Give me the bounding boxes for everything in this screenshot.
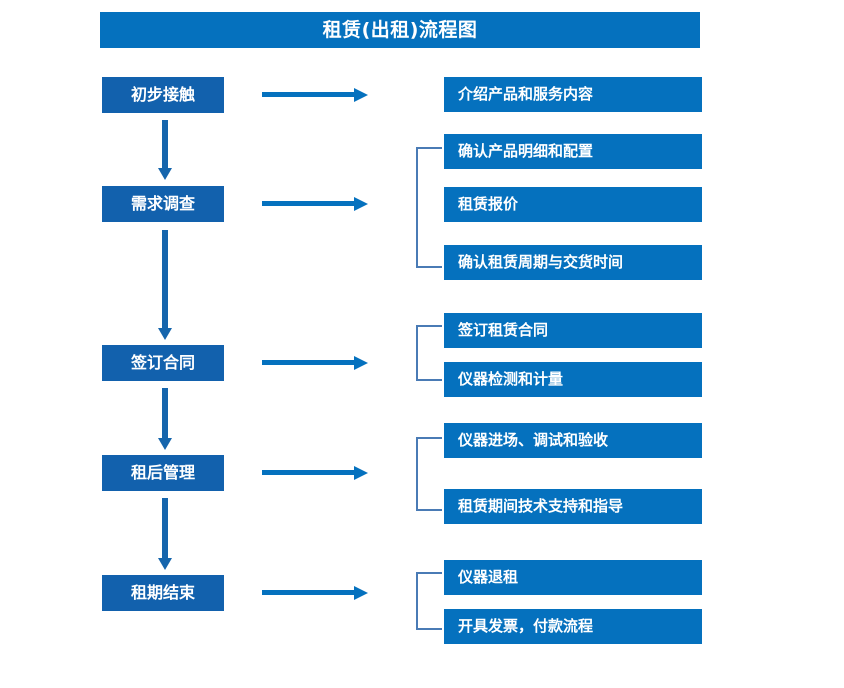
detail-box-6[interactable]: 仪器检测和计量 [444, 362, 702, 397]
vertical-arrow-3-4 [157, 388, 173, 450]
vertical-arrow-1-2 [157, 120, 173, 180]
detail-box-3[interactable]: 租赁报价 [444, 187, 702, 222]
stage-label-5: 租期结束 [130, 583, 195, 602]
detail-box-10[interactable]: 开具发票，付款流程 [444, 609, 702, 644]
horizontal-arrow-head-icon [354, 466, 368, 480]
horizontal-arrow-2 [262, 196, 368, 212]
detail-label-3: 租赁报价 [458, 195, 519, 213]
detail-box-4[interactable]: 确认租赁周期与交货时间 [444, 245, 702, 280]
stage-box-2[interactable]: 需求调查 [102, 186, 224, 222]
detail-label-8: 租赁期间技术支持和指导 [458, 497, 624, 515]
horizontal-arrow-head-icon [354, 586, 368, 600]
horizontal-arrow-4 [262, 465, 368, 481]
group-bracket-4 [416, 437, 442, 511]
horizontal-arrow-head-icon [354, 356, 368, 370]
horizontal-arrow-shaft [262, 92, 356, 97]
horizontal-arrow-shaft [262, 590, 356, 595]
vertical-arrow-head-icon [158, 328, 172, 340]
stage-box-3[interactable]: 签订合同 [102, 345, 224, 381]
stage-label-1: 初步接触 [130, 85, 195, 104]
detail-label-4: 确认租赁周期与交货时间 [458, 253, 624, 271]
vertical-arrow-shaft [162, 120, 168, 168]
detail-box-9[interactable]: 仪器退租 [444, 560, 702, 595]
horizontal-arrow-3 [262, 355, 368, 371]
vertical-arrow-shaft [162, 388, 168, 438]
detail-label-7: 仪器进场、调试和验收 [458, 431, 609, 449]
horizontal-arrow-1 [262, 87, 368, 103]
vertical-arrow-shaft [162, 230, 168, 328]
vertical-arrow-head-icon [158, 438, 172, 450]
detail-label-5: 签订租赁合同 [458, 321, 549, 339]
detail-box-1[interactable]: 介绍产品和服务内容 [444, 77, 702, 112]
stage-label-4: 租后管理 [130, 463, 195, 482]
detail-box-2[interactable]: 确认产品明细和配置 [444, 134, 702, 169]
detail-label-9: 仪器退租 [458, 568, 519, 586]
horizontal-arrow-shaft [262, 360, 356, 365]
detail-label-6: 仪器检测和计量 [458, 370, 564, 388]
stage-box-4[interactable]: 租后管理 [102, 455, 224, 491]
flowchart-title-bar: 租赁(出租)流程图 [100, 12, 700, 48]
vertical-arrow-head-icon [158, 558, 172, 570]
horizontal-arrow-head-icon [354, 197, 368, 211]
group-bracket-2 [416, 147, 442, 268]
stage-label-2: 需求调查 [130, 194, 195, 213]
vertical-arrow-2-3 [157, 230, 173, 340]
flowchart-title: 租赁(出租)流程图 [322, 18, 478, 41]
group-bracket-5 [416, 572, 442, 630]
stage-box-1[interactable]: 初步接触 [102, 77, 224, 113]
vertical-arrow-4-5 [157, 498, 173, 570]
vertical-arrow-shaft [162, 498, 168, 558]
horizontal-arrow-head-icon [354, 88, 368, 102]
horizontal-arrow-5 [262, 585, 368, 601]
vertical-arrow-head-icon [158, 168, 172, 180]
detail-label-2: 确认产品明细和配置 [458, 142, 594, 160]
stage-box-5[interactable]: 租期结束 [102, 575, 224, 611]
stage-label-3: 签订合同 [130, 353, 195, 372]
detail-label-10: 开具发票，付款流程 [458, 617, 594, 635]
detail-box-8[interactable]: 租赁期间技术支持和指导 [444, 489, 702, 524]
group-bracket-3 [416, 325, 442, 381]
horizontal-arrow-shaft [262, 201, 356, 206]
detail-box-5[interactable]: 签订租赁合同 [444, 313, 702, 348]
detail-label-1: 介绍产品和服务内容 [458, 85, 594, 103]
detail-box-7[interactable]: 仪器进场、调试和验收 [444, 423, 702, 458]
horizontal-arrow-shaft [262, 470, 356, 475]
